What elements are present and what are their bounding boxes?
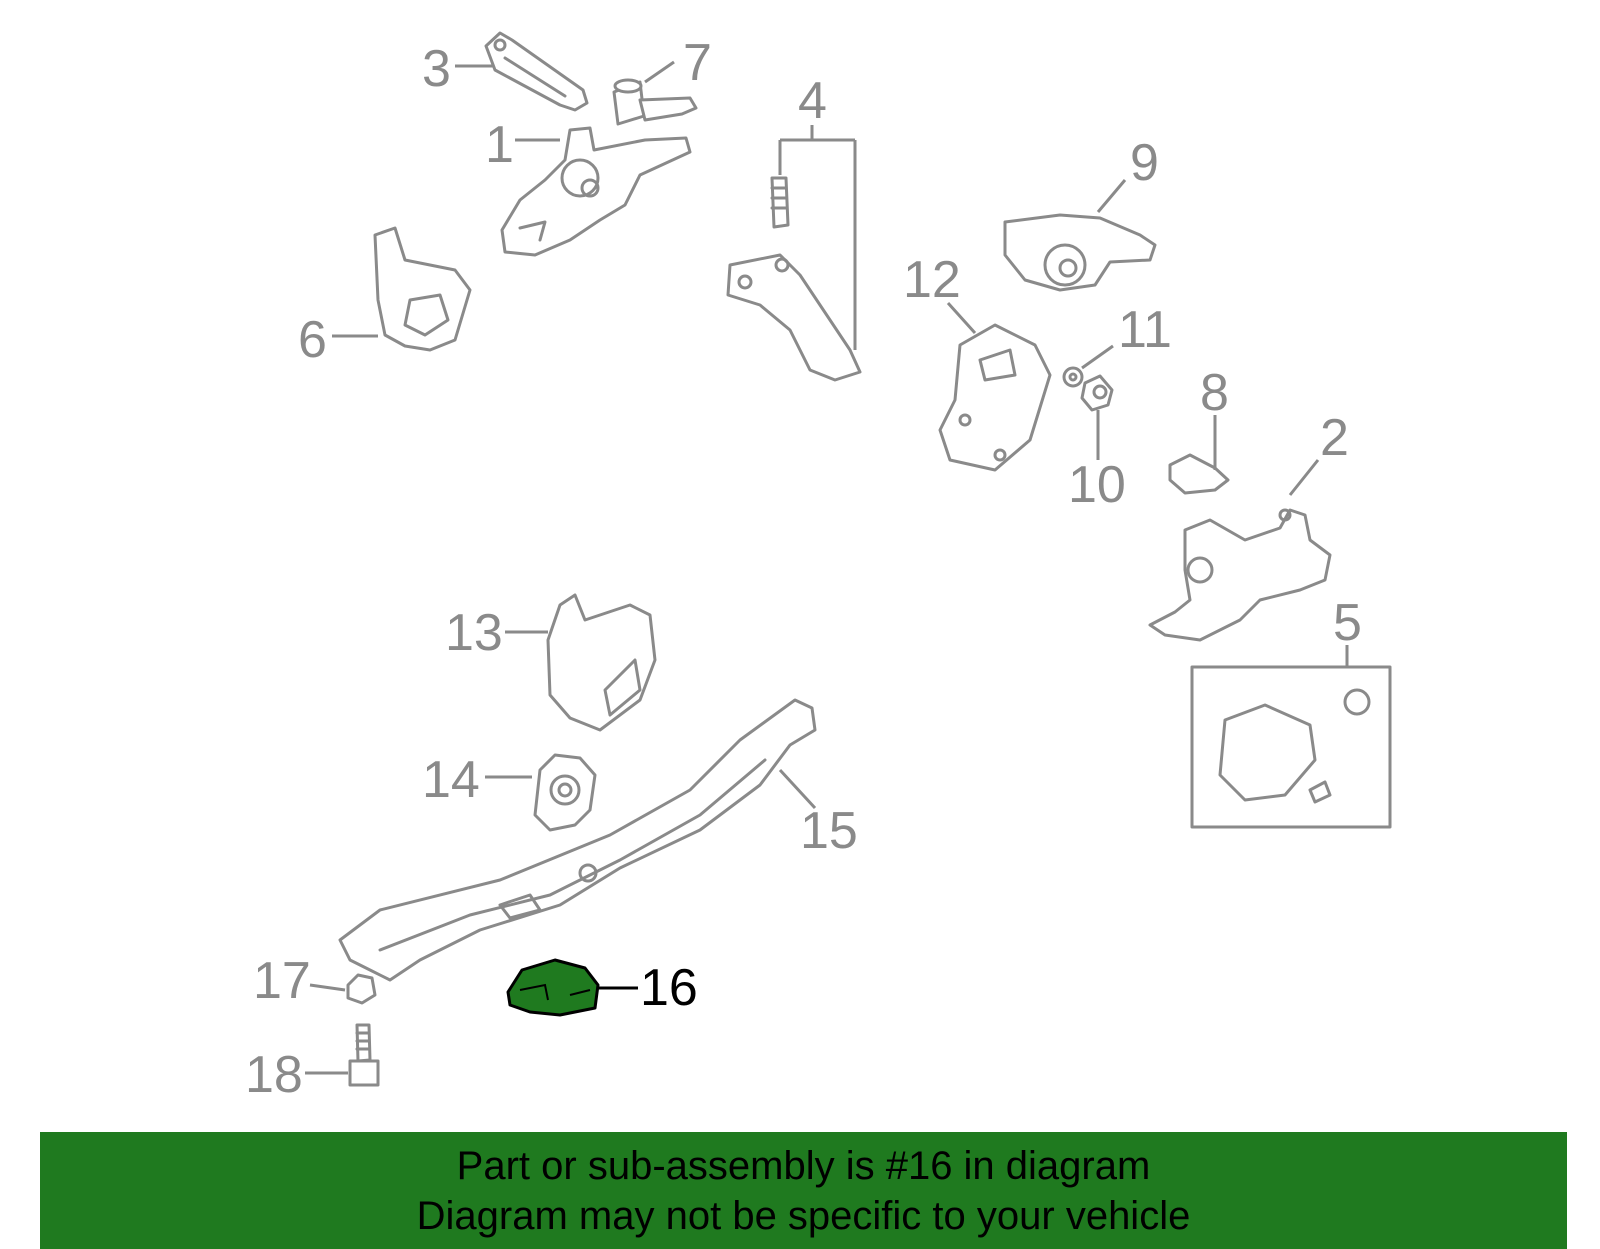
- callout-1: 1: [485, 116, 514, 174]
- part-6[interactable]: [373, 226, 472, 352]
- leader-11: [1081, 344, 1114, 370]
- banner-line-2: Diagram may not be specific to your vehi…: [416, 1193, 1191, 1238]
- leader-4: [778, 125, 857, 350]
- part-15[interactable]: [338, 698, 817, 982]
- part-4[interactable]: [726, 176, 862, 382]
- part-16-highlighted[interactable]: [506, 958, 600, 1017]
- callout-9: 9: [1130, 134, 1159, 192]
- callout-5: 5: [1333, 594, 1362, 652]
- callout-10: 10: [1068, 456, 1126, 514]
- leader-2: [1288, 459, 1320, 496]
- part-9[interactable]: [1003, 213, 1157, 292]
- callout-12: 12: [903, 251, 961, 309]
- leader-12: [946, 301, 977, 335]
- part-8[interactable]: [1168, 453, 1230, 495]
- part-10[interactable]: [1080, 374, 1114, 412]
- leader-9: [1096, 179, 1127, 213]
- callout-2: 2: [1320, 409, 1349, 467]
- callout-18: 18: [245, 1046, 303, 1104]
- callout-3: 3: [422, 40, 451, 98]
- callout-8: 8: [1200, 364, 1229, 422]
- callout-11: 11: [1118, 301, 1172, 359]
- leader-15: [778, 768, 817, 810]
- part-2[interactable]: [1148, 508, 1332, 642]
- callout-15: 15: [800, 802, 858, 860]
- part-5[interactable]: [1190, 665, 1392, 829]
- callout-6: 6: [298, 311, 327, 369]
- part-12[interactable]: [938, 323, 1052, 472]
- callout-17: 17: [253, 952, 311, 1010]
- notice-banner: Part or sub-assembly is #16 in diagram D…: [40, 1132, 1567, 1249]
- callout-7: 7: [683, 34, 712, 92]
- part-14[interactable]: [533, 753, 597, 832]
- callout-16: 16: [640, 959, 698, 1017]
- leader-7: [644, 60, 675, 84]
- part-7[interactable]: [612, 78, 698, 126]
- part-3[interactable]: [484, 31, 589, 112]
- leader-17: [309, 983, 346, 992]
- part-1[interactable]: [500, 126, 692, 257]
- part-17[interactable]: [346, 973, 377, 1005]
- callout-4: 4: [798, 72, 827, 130]
- banner-line-1: Part or sub-assembly is #16 in diagram: [456, 1143, 1151, 1188]
- callout-13: 13: [445, 604, 503, 662]
- part-13[interactable]: [546, 593, 657, 732]
- part-11[interactable]: [1062, 366, 1084, 388]
- part-18[interactable]: [348, 1023, 380, 1087]
- parts-diagram: 3 7 1 6 4 9: [245, 31, 1392, 1104]
- callout-14: 14: [422, 751, 480, 809]
